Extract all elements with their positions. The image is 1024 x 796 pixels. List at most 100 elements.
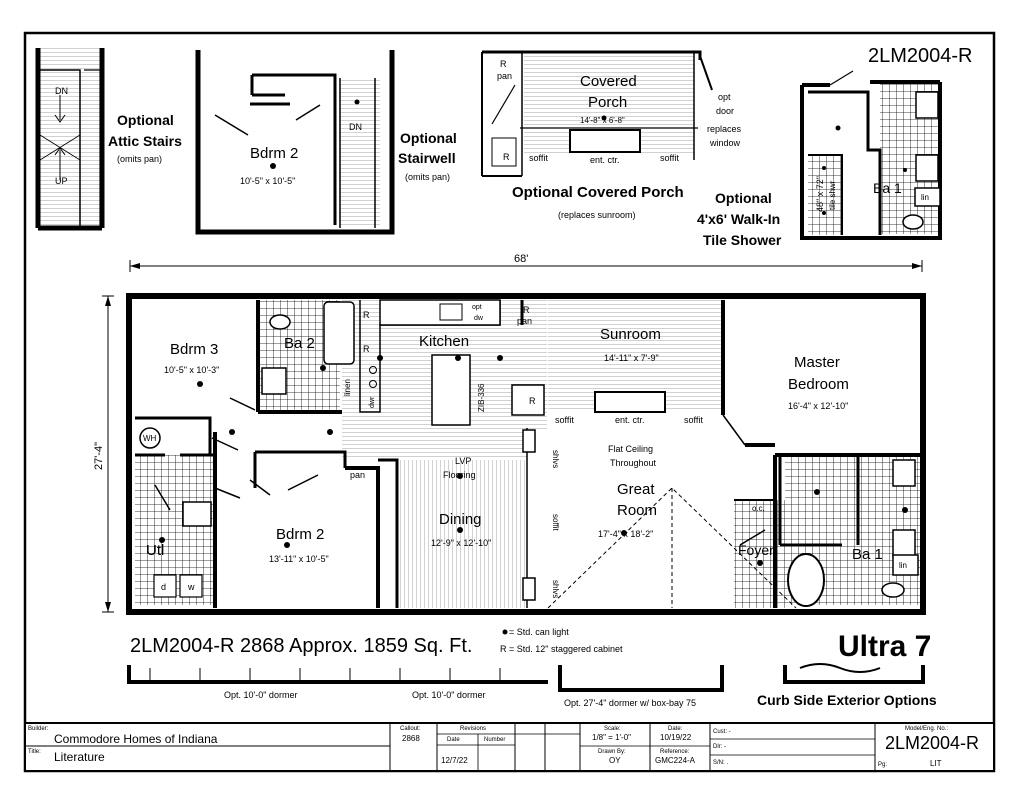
kitchen-linen: linen bbox=[343, 379, 352, 396]
soffit-vertical: soffit bbox=[551, 514, 560, 532]
lvp-line2: Flooring bbox=[443, 470, 476, 480]
ba2-name: Ba 2 bbox=[284, 335, 315, 352]
porch-pan-r: R bbox=[500, 59, 507, 69]
reference-label: Reference: bbox=[660, 749, 690, 755]
sunroom-soffit2: soffit bbox=[684, 415, 703, 425]
drawn-label: Drawn By: bbox=[598, 749, 626, 755]
oc-label: o.c. bbox=[752, 504, 765, 513]
overall-width: 68' bbox=[514, 253, 528, 265]
pan-label: pan bbox=[350, 470, 365, 480]
customer-label: Cust: - bbox=[713, 729, 731, 735]
plan-summary: 2LM2004-R 2868 Approx. 1859 Sq. Ft. bbox=[130, 635, 472, 657]
legend-cabinet: R = Std. 12" staggered cabinet bbox=[500, 644, 623, 654]
bdrm3-name: Bdrm 3 bbox=[170, 341, 218, 358]
page-value: LIT bbox=[930, 759, 942, 768]
kitchen-dw: dw bbox=[474, 315, 484, 322]
title-value: Literature bbox=[54, 750, 105, 764]
revisions-label: Revisions bbox=[460, 726, 487, 732]
porch-door-note1: opt bbox=[718, 92, 731, 102]
porch-size: 14'-8" x 6'-8" bbox=[580, 116, 625, 125]
date-label: Date: bbox=[668, 726, 683, 732]
exterior-options: Opt. 10'-0" dormer Opt. 10'-0" dormer Op… bbox=[127, 663, 937, 708]
great-room-size: 17'-4" x 18'-2" bbox=[598, 529, 653, 539]
title-block bbox=[24, 722, 995, 772]
walkin-bath: Ba 1 bbox=[873, 180, 902, 196]
porch-ent: ent. ctr. bbox=[590, 155, 620, 165]
porch-r: R bbox=[503, 152, 510, 162]
model-label: Model/Eng. No.: bbox=[905, 726, 949, 732]
exterior-title: Curb Side Exterior Options bbox=[757, 692, 937, 708]
lvp-line1: LVP bbox=[455, 456, 471, 466]
walkin-shower1: 48" x 72" bbox=[815, 176, 825, 212]
great-room-name1: Great bbox=[617, 481, 655, 498]
dining-name: Dining bbox=[439, 511, 482, 528]
series-name: Ultra 7 bbox=[838, 630, 931, 663]
sunroom-soffit1: soffit bbox=[555, 415, 574, 425]
porch-pan: pan bbox=[497, 71, 512, 81]
sunroom-size: 14'-11" x 7'-9" bbox=[604, 353, 659, 363]
reference-value: GMC224-A bbox=[655, 756, 696, 765]
overall-depth: 27'-4" bbox=[93, 442, 105, 470]
option-walkin-shower: Ba 1 lin 48" x 72" tile shwr Optional 4'… bbox=[697, 70, 942, 248]
stairwell-title1: Optional bbox=[400, 130, 457, 146]
flat-ceiling2: Throughout bbox=[610, 458, 657, 468]
callout-label: Callout: bbox=[400, 726, 421, 732]
great-room-name2: Room bbox=[617, 502, 657, 519]
flat-ceiling1: Flat Ceiling bbox=[608, 444, 653, 454]
kitchen-opt: opt bbox=[472, 304, 482, 311]
model-value: 2LM2004-R bbox=[885, 733, 980, 753]
utility-dryer: d bbox=[161, 582, 166, 592]
foyer-name: Foyer bbox=[738, 542, 774, 558]
date-value: 10/19/22 bbox=[660, 733, 692, 742]
kitchen-r4: R bbox=[529, 396, 536, 406]
attic-title1: Optional bbox=[117, 112, 174, 128]
porch-door-note2: door bbox=[716, 106, 734, 116]
porch-room2: Porch bbox=[588, 94, 627, 111]
stairwell-room-size: 10'-5" x 10'-5" bbox=[240, 176, 295, 186]
drawn-value: OY bbox=[609, 756, 621, 765]
bdrm2-name: Bdrm 2 bbox=[276, 526, 324, 543]
water-heater: WH bbox=[143, 434, 157, 443]
option-covered-porch: Covered Porch 14'-8" x 6'-8" R pan R sof… bbox=[481, 50, 742, 220]
stairwell-room: Bdrm 2 bbox=[250, 145, 298, 162]
attic-dn: DN bbox=[55, 86, 68, 96]
attic-note: (omits pan) bbox=[117, 154, 162, 164]
porch-door-note4: window bbox=[709, 138, 741, 148]
dormer2: Opt. 10'-0" dormer bbox=[412, 690, 485, 700]
rev-number-label: Number bbox=[484, 737, 506, 743]
master-name2: Bedroom bbox=[788, 376, 849, 393]
option-stairwell: Bdrm 2 10'-5" x 10'-5" DN Optional Stair… bbox=[195, 50, 457, 235]
dealer-label: Dlr: - bbox=[713, 744, 726, 750]
stairwell-dn: DN bbox=[349, 122, 362, 132]
walkin-title2: 4'x6' Walk-In bbox=[697, 211, 780, 227]
utility-name: Utl bbox=[146, 542, 164, 559]
title-label: Title: bbox=[28, 749, 41, 755]
dormer3: Opt. 27'-4" dormer w/ box-bay 75 bbox=[564, 698, 696, 708]
bdrm3-size: 10'-5" x 10'-3" bbox=[164, 365, 219, 375]
bdrm2-size: 13'-11" x 10'-5" bbox=[269, 554, 329, 564]
porch-door-note3: replaces bbox=[707, 124, 742, 134]
attic-up: UP bbox=[55, 176, 68, 186]
walkin-title1: Optional bbox=[715, 190, 772, 206]
kitchen-r1: R bbox=[363, 310, 370, 320]
walkin-lin: lin bbox=[921, 193, 929, 202]
porch-title: Optional Covered Porch bbox=[512, 184, 684, 201]
porch-soffit1: soffit bbox=[529, 153, 548, 163]
callout-value: 2868 bbox=[402, 734, 420, 743]
kitchen-name: Kitchen bbox=[419, 333, 469, 350]
utility-washer: w bbox=[187, 582, 195, 592]
stairwell-title2: Stairwell bbox=[398, 150, 456, 166]
kitchen-r3: R bbox=[363, 344, 370, 354]
master-size: 16'-4" x 12'-10" bbox=[788, 401, 848, 411]
walkin-title3: Tile Shower bbox=[703, 232, 782, 248]
builder-label: Builder: bbox=[28, 726, 49, 732]
rev-date-label: Date bbox=[447, 737, 460, 743]
legend-can-light: = Std. can light bbox=[509, 627, 569, 637]
option-attic-stairs: DN UP Optional Attic Stairs (omits pan) bbox=[35, 48, 182, 231]
kitchen-dwr: dwr bbox=[369, 396, 376, 408]
scale-value: 1/8" = 1'-0" bbox=[592, 733, 632, 742]
dining-size: 12'-9" x 12'-10" bbox=[431, 538, 491, 548]
ba1-name: Ba 1 bbox=[852, 546, 883, 563]
